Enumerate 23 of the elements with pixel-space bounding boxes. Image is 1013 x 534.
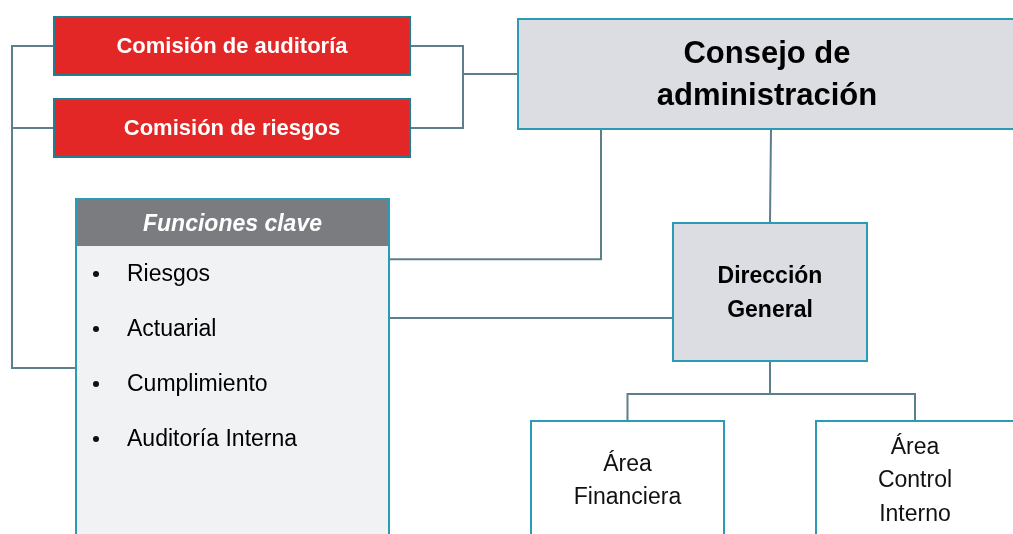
panel-heading: Funciones clave <box>77 200 388 246</box>
list-item: Cumplimiento <box>127 372 268 395</box>
list-item: Actuarial <box>127 317 217 340</box>
box-label: Comisión de auditoría <box>116 33 348 59</box>
box-label: Área Financiera <box>572 448 683 511</box>
committee-box <box>53 98 411 158</box>
connector-line <box>389 129 602 261</box>
connector-line <box>410 73 518 129</box>
list-item: Riesgos <box>127 262 211 285</box>
board-box <box>517 18 1013 130</box>
box-label: Consejo de administración <box>655 34 879 114</box>
list-item: Auditoría Interna <box>127 427 298 450</box>
connector-line <box>769 129 772 223</box>
management-box <box>672 222 868 362</box>
box-label: Dirección General <box>716 260 824 324</box>
connector-line <box>389 317 673 320</box>
box-label: Área Control Interno <box>876 432 954 528</box>
department-box <box>815 420 1013 534</box>
department-box <box>530 420 725 534</box>
key-functions-panel <box>75 198 390 534</box>
committee-box <box>53 16 411 76</box>
connector-line <box>11 127 76 369</box>
box-label: Comisión de riesgos <box>123 115 341 141</box>
